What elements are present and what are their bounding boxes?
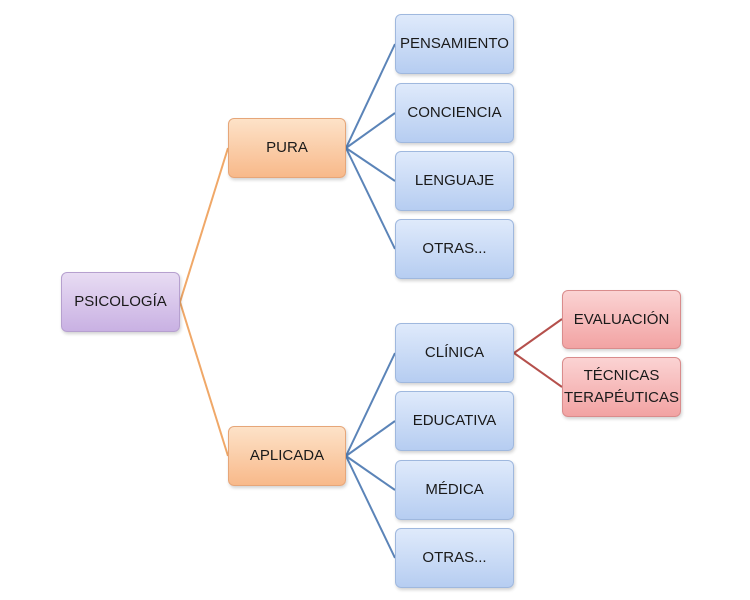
node-label: MÉDICA: [425, 481, 484, 499]
link-pura-otras: [345, 147, 396, 250]
node-label: CONCIENCIA: [407, 104, 502, 122]
link-aplicada-educativa: [345, 420, 396, 457]
node-label: OTRAS...: [422, 240, 487, 258]
link-aplicada-medica: [345, 455, 396, 491]
node-psicologia: PSICOLOGÍA: [61, 272, 180, 332]
link-pura-lenguaje: [345, 147, 396, 182]
node-otras-pura: OTRAS...: [395, 219, 514, 279]
node-clinica: CLÍNICA: [395, 323, 514, 383]
node-evaluacion: EVALUACIÓN: [562, 290, 681, 349]
node-label: OTRAS...: [422, 549, 487, 567]
node-conciencia: CONCIENCIA: [395, 83, 514, 143]
link-pura-conciencia: [345, 112, 396, 149]
node-label: CLÍNICA: [424, 344, 485, 362]
node-medica: MÉDICA: [395, 460, 514, 520]
link-psicologia-pura: [179, 147, 229, 303]
node-otras-aplicada: OTRAS...: [395, 528, 514, 588]
node-pensamiento: PENSAMIENTO: [395, 14, 514, 74]
node-lenguaje: LENGUAJE: [395, 151, 514, 211]
node-label: TÉCNICAS TERAPÉUTICAS: [563, 367, 680, 406]
node-label: EVALUACIÓN: [573, 310, 670, 328]
node-educativa: EDUCATIVA: [395, 391, 514, 451]
node-label: PENSAMIENTO: [400, 35, 509, 53]
node-pura: PURA: [228, 118, 346, 178]
node-label: PSICOLOGÍA: [74, 293, 167, 311]
link-aplicada-clinica: [345, 352, 396, 457]
link-clinica-tecnicas: [513, 352, 563, 388]
node-label: LENGUAJE: [414, 172, 495, 190]
link-psicologia-aplicada: [179, 301, 229, 457]
link-aplicada-otras: [345, 455, 396, 559]
node-label: PURA: [266, 139, 308, 157]
node-label: APLICADA: [249, 447, 325, 465]
link-clinica-evaluacion: [513, 318, 563, 354]
node-aplicada: APLICADA: [228, 426, 346, 486]
node-label: EDUCATIVA: [412, 412, 497, 430]
node-tecnicas-terapeuticas: TÉCNICAS TERAPÉUTICAS: [562, 357, 681, 417]
link-pura-pensamiento: [345, 43, 396, 149]
